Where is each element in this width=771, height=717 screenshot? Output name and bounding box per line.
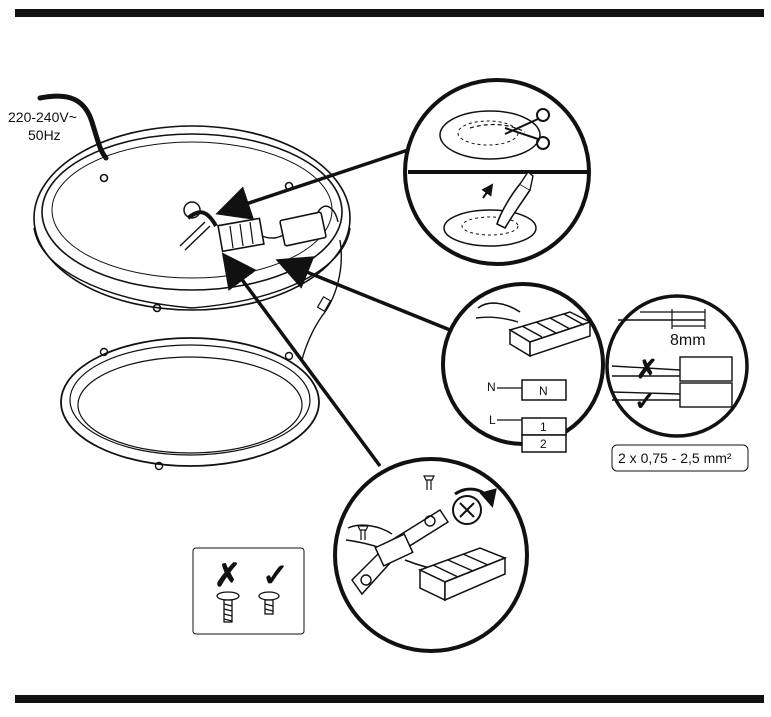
- terminal-row-n: N: [539, 384, 548, 398]
- cross-section-box: [611, 444, 749, 472]
- screw-icon: [423, 475, 435, 490]
- right-strip-mark: ✓: [634, 386, 656, 416]
- callout-arrows: [215, 148, 456, 468]
- screw-icon: [357, 525, 369, 540]
- detail-strip-length: 8mm ✗ ✓: [605, 294, 749, 438]
- tighten-screw-icon: [452, 487, 497, 525]
- cross-section-label: 2 x 0,75 - 2,5 mm²: [618, 450, 732, 466]
- terminal-row-2: 2: [540, 437, 547, 451]
- screw-comparison-box: ✗ ✓: [192, 547, 305, 635]
- voltage-label: 220-240V~: [8, 109, 77, 125]
- label-l: L: [489, 413, 496, 427]
- detail-cable-clamp: [333, 457, 529, 653]
- terminal-row-1: 1: [540, 420, 547, 434]
- bottom-bar: [15, 695, 764, 703]
- short-screw-icon: [258, 591, 280, 615]
- frequency-label: 50Hz: [28, 127, 61, 143]
- wrong-strip-mark: ✗: [636, 354, 658, 384]
- link-cable: [301, 239, 342, 361]
- detail-terminal: N 1 2 N L: [441, 282, 605, 453]
- strip-length-label: 8mm: [670, 332, 706, 349]
- supply-cable: [37, 93, 109, 161]
- wrong-screw-mark: ✗: [214, 557, 241, 593]
- top-bar: [15, 9, 764, 17]
- long-screw-icon: [216, 591, 240, 623]
- lamp-diffuser: [60, 337, 320, 471]
- scissors-icon: [504, 108, 550, 150]
- right-screw-mark: ✓: [262, 557, 289, 593]
- label-n: N: [487, 380, 496, 394]
- detail-cut-membrane: [403, 78, 591, 266]
- base-wiring: [179, 201, 339, 253]
